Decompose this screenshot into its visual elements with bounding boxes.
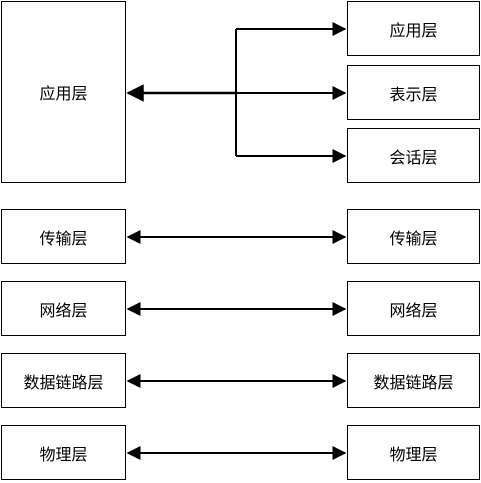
right-presentation-layer-label: 表示层 <box>389 84 438 104</box>
right-session-layer-box: 会话层 <box>347 128 480 183</box>
right-data-link-layer-label: 数据链路层 <box>373 372 454 392</box>
right-session-layer-label: 会话层 <box>389 147 438 167</box>
left-application-layer-label: 应用层 <box>39 84 88 103</box>
right-presentation-layer-box: 表示层 <box>347 65 480 120</box>
right-transport-layer-label: 传输层 <box>389 228 438 248</box>
left-transport-layer-box: 传输层 <box>1 209 126 264</box>
right-application-layer-label: 应用层 <box>389 20 438 40</box>
left-network-layer-box: 网络层 <box>1 281 126 336</box>
right-network-layer-box: 网络层 <box>347 281 480 336</box>
left-network-layer-label: 网络层 <box>39 300 88 320</box>
right-physical-layer-label: 物理层 <box>389 444 438 464</box>
right-data-link-layer-box: 数据链路层 <box>347 353 480 408</box>
right-transport-layer-box: 传输层 <box>347 209 480 264</box>
left-physical-layer-label: 物理层 <box>39 444 88 464</box>
left-data-link-layer-box: 数据链路层 <box>1 353 126 408</box>
left-application-layer-box: 应用层 <box>1 1 126 183</box>
left-data-link-layer-label: 数据链路层 <box>23 372 104 392</box>
left-transport-layer-label: 传输层 <box>39 228 88 248</box>
right-physical-layer-box: 物理层 <box>347 425 480 480</box>
right-network-layer-label: 网络层 <box>389 300 438 320</box>
left-physical-layer-box: 物理层 <box>1 425 126 480</box>
right-application-layer-box: 应用层 <box>347 1 480 56</box>
